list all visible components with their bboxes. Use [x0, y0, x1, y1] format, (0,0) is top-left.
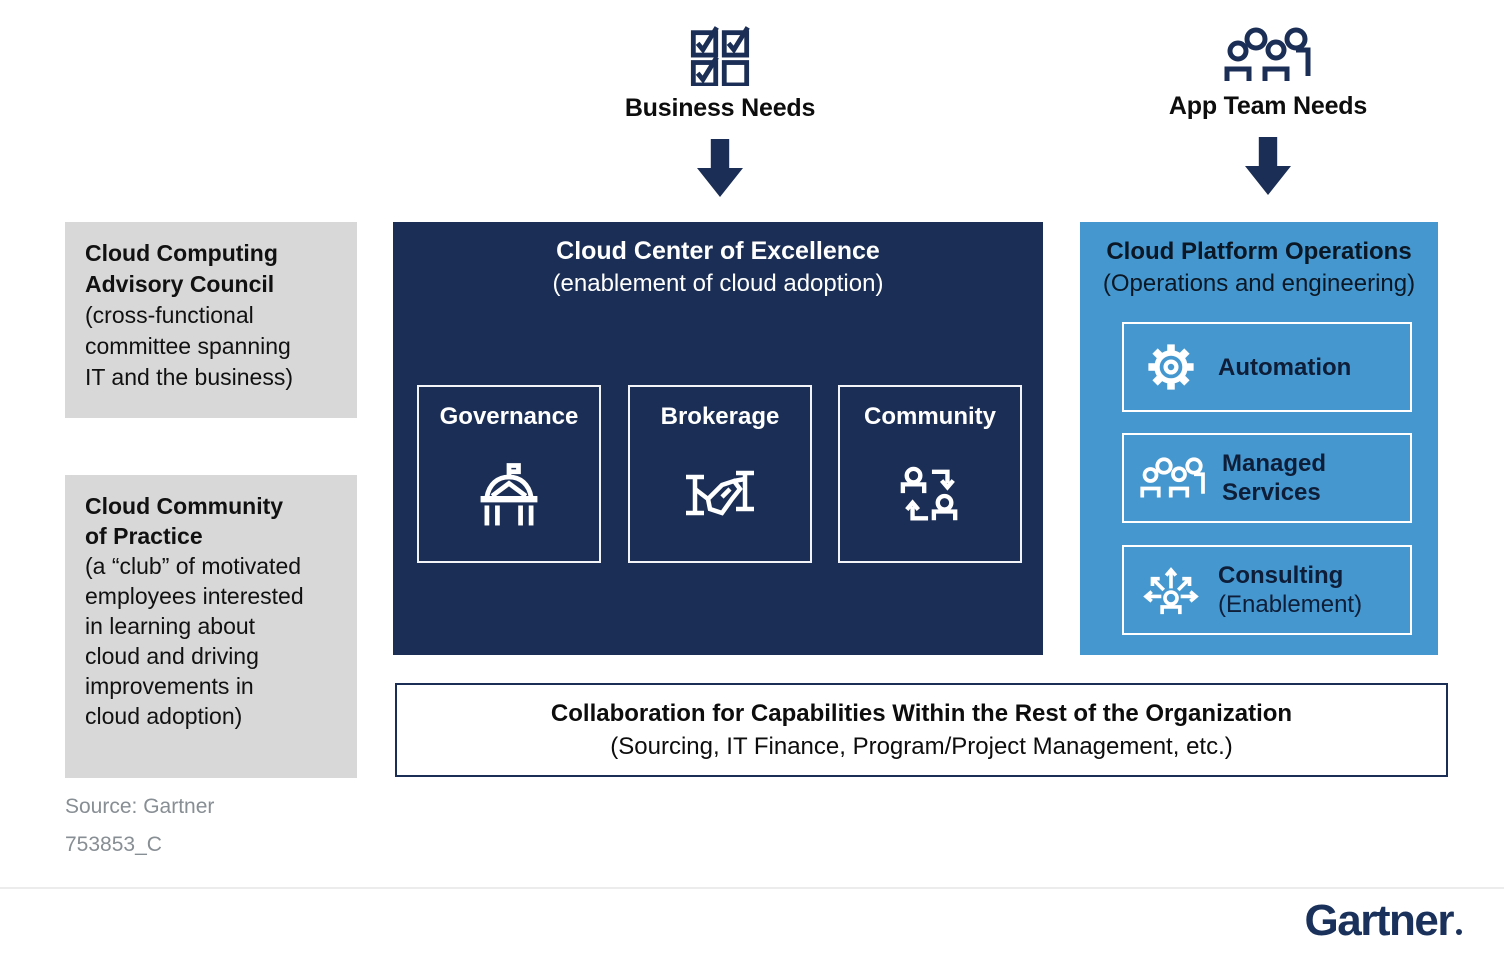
handshake-icon — [677, 431, 763, 561]
checkbox-grid-icon — [690, 26, 750, 86]
registered-mark-dot — [1456, 929, 1462, 935]
collaboration-title: Collaboration for Capabilities Within th… — [550, 700, 1293, 727]
community-of-practice-desc: (a “club” of motivated employees interes… — [85, 553, 304, 729]
community-of-practice-title: Cloud Community of Practice — [85, 493, 284, 549]
people-cycle-icon — [899, 431, 961, 561]
advisory-council-panel: Cloud Computing Advisory Council (cross-… — [65, 222, 357, 418]
capitol-icon — [469, 431, 549, 561]
people-group-icon — [1224, 27, 1311, 81]
managed-services-label: Managed Services — [1222, 450, 1327, 506]
business-needs-label: Business Needs — [624, 94, 816, 122]
collaboration-bar: Collaboration for Capabilities Within th… — [395, 683, 1448, 777]
brokerage-cell: Brokerage — [628, 385, 812, 563]
community-label: Community — [864, 403, 996, 430]
ccoe-title: Cloud Center of Excellence — [556, 237, 880, 265]
advisory-council-desc: (cross-functional committee spanning IT … — [85, 302, 293, 390]
brokerage-label: Brokerage — [660, 403, 780, 430]
cloud-platform-operations-panel: Cloud Platform Operations (Operations an… — [1080, 222, 1438, 655]
managed-services-cell: Managed Services — [1122, 433, 1412, 523]
gartner-logo-text: Gartner — [1304, 896, 1455, 945]
gear-icon — [1140, 339, 1202, 395]
advisory-council-title: Cloud Computing Advisory Council — [85, 240, 278, 297]
cloud-center-of-excellence-panel: Cloud Center of Excellence (enablement o… — [393, 222, 1043, 655]
governance-label: Governance — [439, 403, 579, 430]
app-team-needs-label: App Team Needs — [1168, 92, 1368, 120]
collaboration-subtitle: (Sourcing, IT Finance, Program/Project M… — [610, 733, 1233, 760]
community-cell: Community — [838, 385, 1022, 563]
people-group-icon — [1140, 456, 1206, 500]
consulting-sublabel: (Enablement) — [1218, 591, 1363, 618]
governance-cell: Governance — [417, 385, 601, 563]
person-arrows-icon — [1140, 564, 1202, 616]
down-arrow-icon — [697, 139, 743, 197]
automation-label: Automation — [1218, 353, 1352, 381]
community-of-practice-panel: Cloud Community of Practice (a “club” of… — [65, 475, 357, 778]
cpo-title: Cloud Platform Operations — [1106, 238, 1412, 265]
footer-divider — [0, 887, 1504, 889]
consulting-label: Consulting — [1218, 562, 1344, 589]
cpo-subtitle: (Operations and engineering) — [1102, 270, 1416, 297]
ccoe-subtitle: (enablement of cloud adoption) — [552, 270, 884, 297]
source-note: Source: Gartner — [65, 795, 215, 818]
consulting-cell: Consulting (Enablement) — [1122, 545, 1412, 635]
down-arrow-icon — [1245, 137, 1291, 195]
automation-cell: Automation — [1122, 322, 1412, 412]
business-needs-group: Business Needs — [570, 22, 870, 197]
app-team-needs-group: App Team Needs — [1118, 26, 1418, 195]
document-id: 753853_C — [65, 833, 162, 856]
gartner-logo: Gartner — [1305, 896, 1462, 946]
